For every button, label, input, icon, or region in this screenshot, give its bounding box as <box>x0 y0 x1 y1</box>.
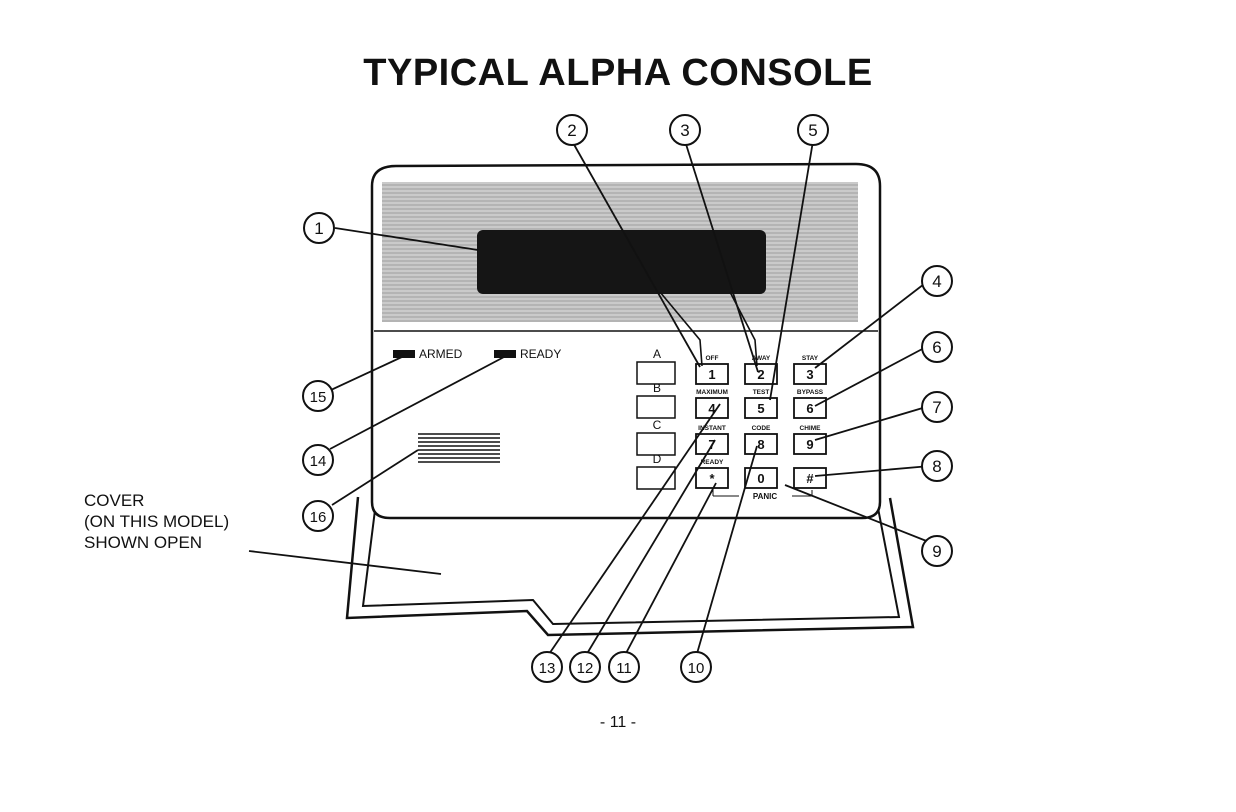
callout-13-number: 13 <box>539 660 556 677</box>
side-key-label: B <box>653 381 661 395</box>
key-9-label: 9 <box>806 437 813 452</box>
callout-10-number: 10 <box>688 660 705 677</box>
side-key-b-button[interactable] <box>637 396 675 418</box>
key-3-caption: STAY <box>802 355 819 362</box>
ready-label: READY <box>520 347 561 361</box>
callout-12-number: 12 <box>577 660 594 677</box>
callout-1-number: 1 <box>314 219 323 238</box>
key-8-caption: CODE <box>752 425 771 432</box>
callout-14-number: 14 <box>310 453 327 470</box>
side-key-label: A <box>653 347 661 361</box>
callout-11-number: 11 <box>616 660 632 677</box>
side-keys: A B C D <box>637 347 675 489</box>
key-3-label: 3 <box>806 367 813 382</box>
cover-caption: COVER (ON THIS MODEL) SHOWN OPEN <box>84 490 324 553</box>
armed-label: ARMED <box>419 347 463 361</box>
callout-15-number: 15 <box>310 389 327 406</box>
side-key-label: C <box>653 418 662 432</box>
key-8-label: 8 <box>757 437 764 452</box>
callout-8-number: 8 <box>932 457 941 476</box>
key-pound-label: # <box>806 471 814 486</box>
page-number: - 11 - <box>0 714 1236 732</box>
key-5-caption: TEST <box>753 389 770 396</box>
key-star-caption: READY <box>701 459 724 466</box>
panic-label: PANIC <box>753 492 778 501</box>
callout-6-number: 6 <box>932 338 941 357</box>
key-5-label: 5 <box>757 401 764 416</box>
cover-caption-line: (ON THIS MODEL) <box>84 511 324 532</box>
key-0-label: 0 <box>757 471 764 486</box>
cover-caption-line: COVER <box>84 490 324 511</box>
callout-9-number: 9 <box>932 542 941 561</box>
side-key-label: D <box>653 452 662 466</box>
key-4-caption: MAXIMUM <box>696 389 728 396</box>
callout-3-number: 3 <box>680 121 689 140</box>
cover-caption-line: SHOWN OPEN <box>84 532 324 553</box>
callout-5-number: 5 <box>808 121 817 140</box>
ready-led <box>494 350 516 358</box>
callout-7-number: 7 <box>932 398 941 417</box>
key-1-label: 1 <box>708 367 715 382</box>
key-2-label: 2 <box>757 367 764 382</box>
callout-4-number: 4 <box>932 272 941 291</box>
key-6-caption: BYPASS <box>797 389 824 396</box>
callout-2-number: 2 <box>567 121 576 140</box>
key-6-label: 6 <box>806 401 813 416</box>
key-1-caption: OFF <box>706 355 719 362</box>
key-9-caption: CHIME <box>800 425 822 432</box>
